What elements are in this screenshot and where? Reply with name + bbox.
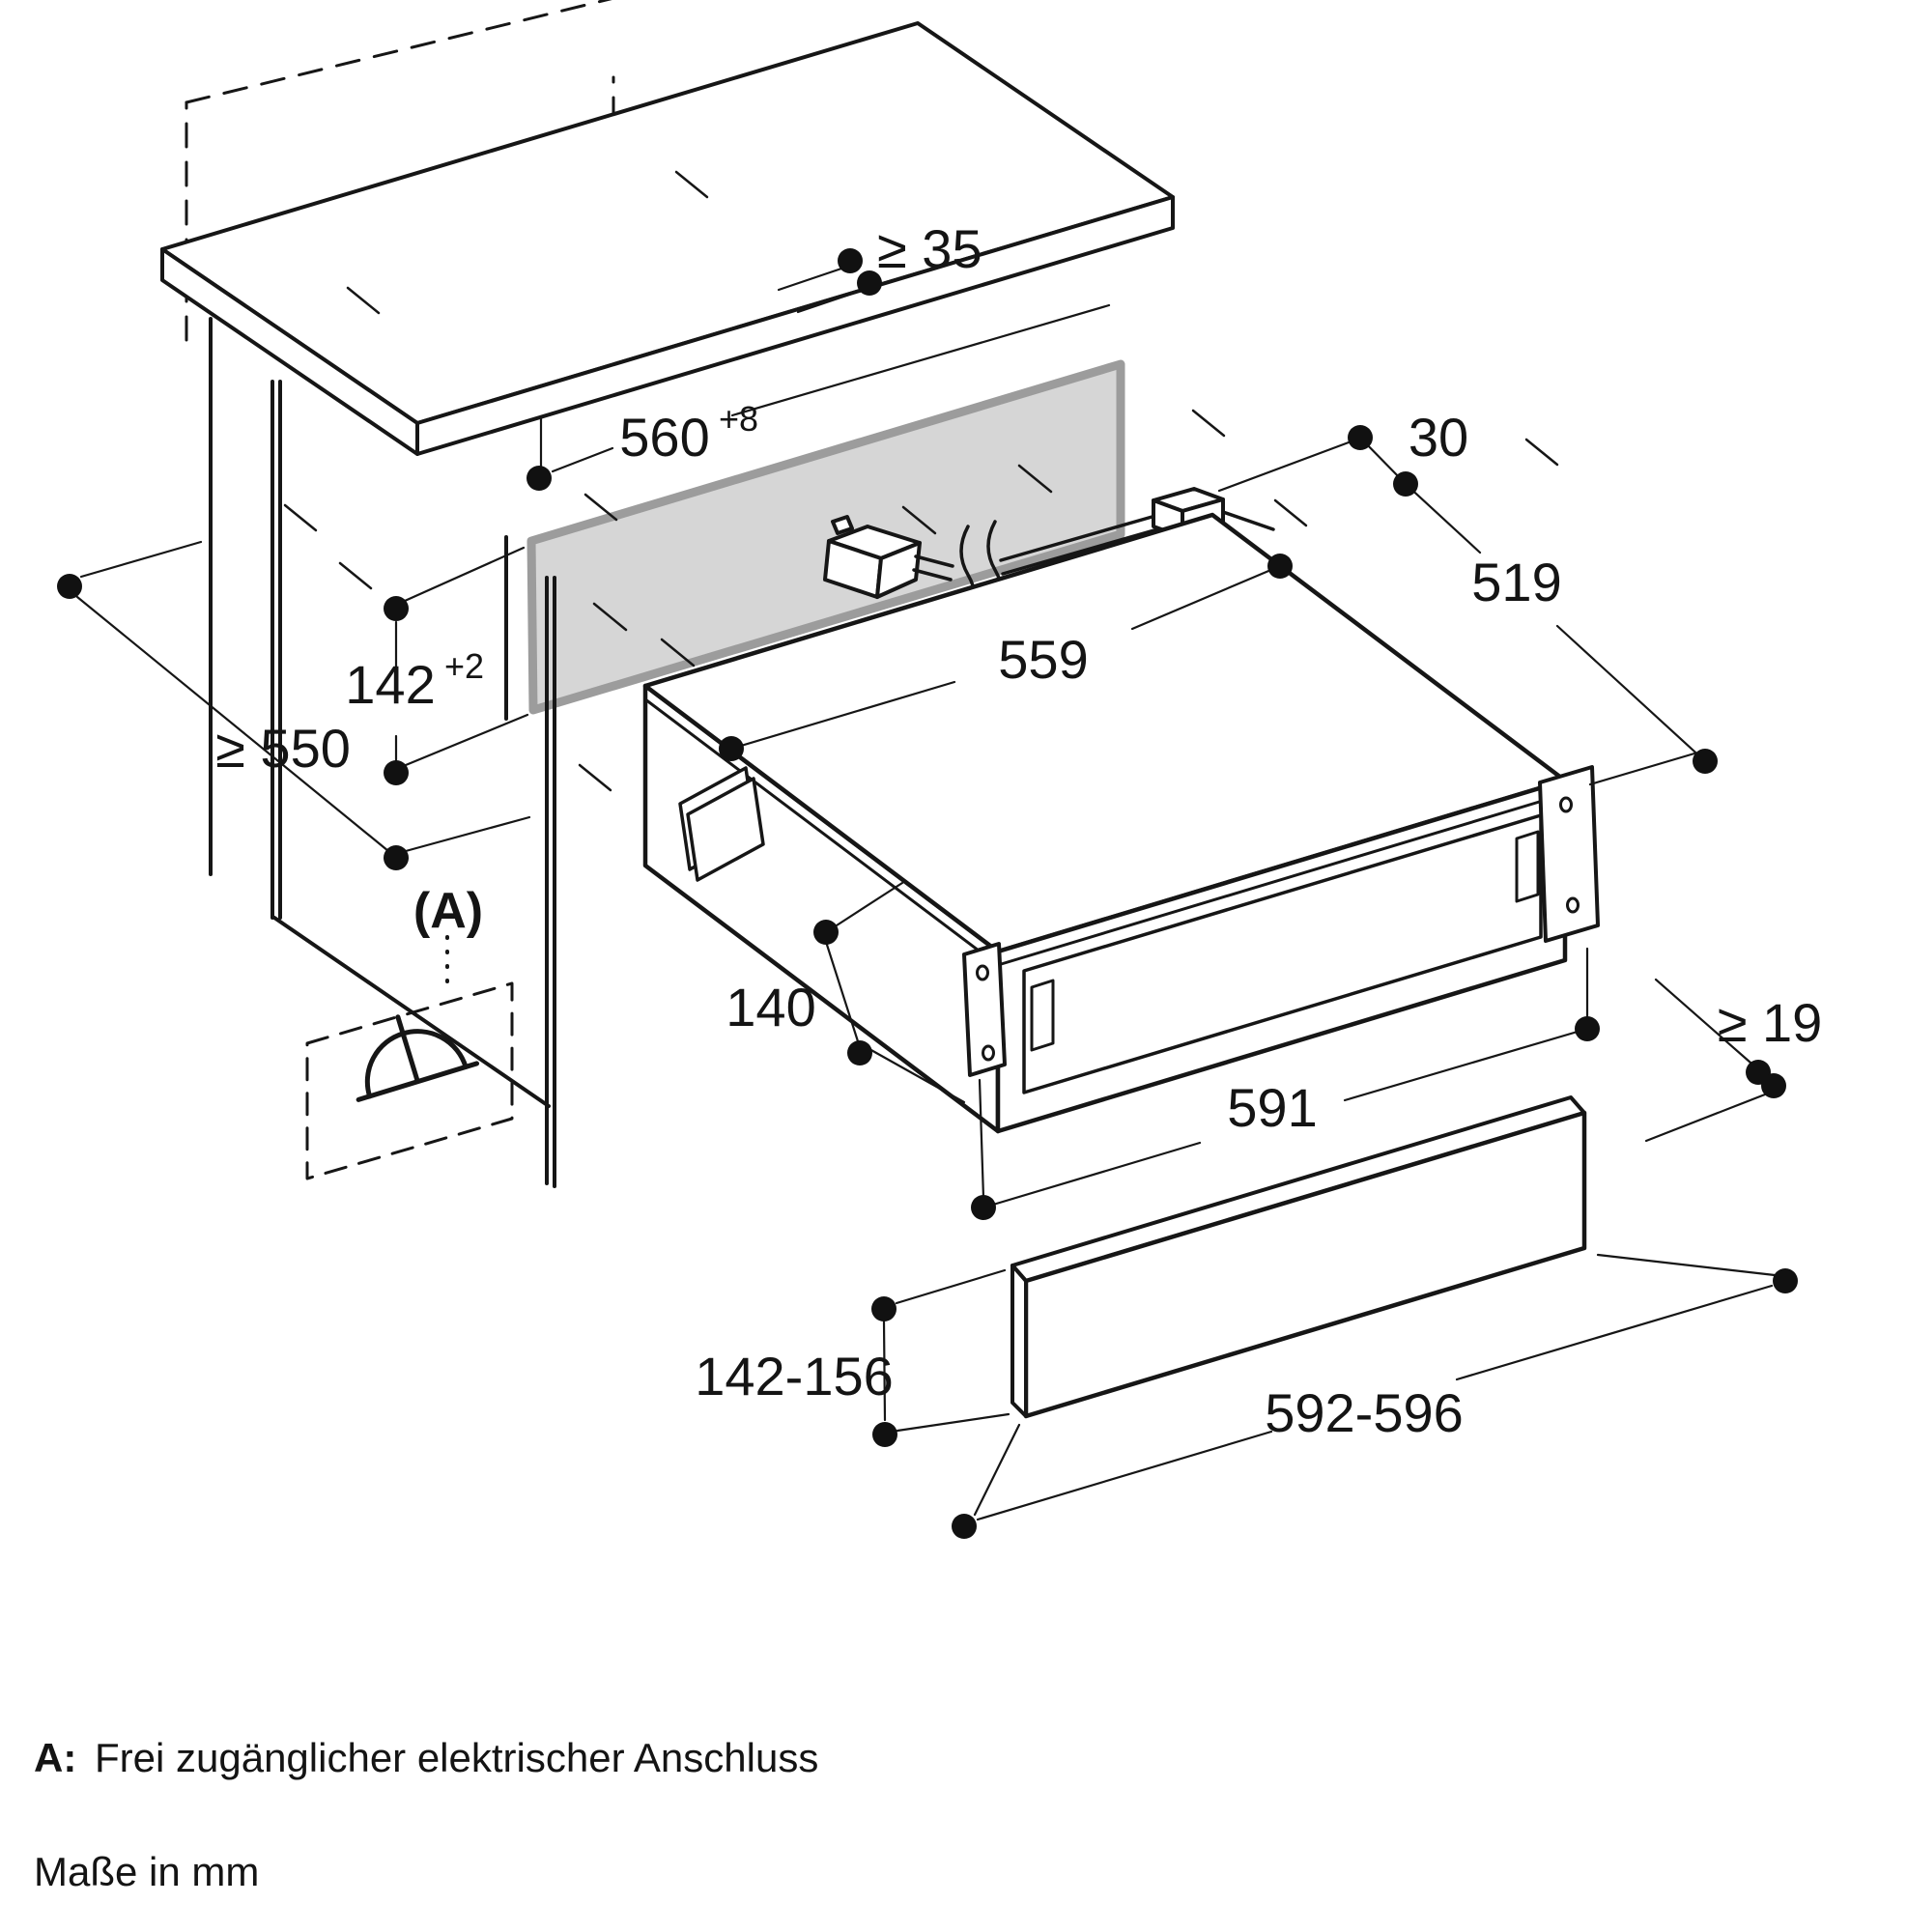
dim-niche-height: 142 [345,654,435,715]
dim-body-width: 559 [998,629,1088,690]
socket-icon [356,1014,480,1102]
rating-label [678,766,765,882]
dimension-dots [57,248,1798,1539]
dim-clearance-rear: ≥ 35 [877,218,982,279]
countertop [160,21,1175,456]
dim-panel-width-range: 592-596 [1265,1382,1464,1443]
dim-rear-gap: 30 [1409,407,1468,468]
handle-slot-left [1030,979,1055,1052]
power-plug [823,515,922,599]
appliance-body [642,512,1600,1134]
dim-niche-height-tolerance: +2 [444,646,484,686]
dim-front-width: 591 [1227,1077,1317,1138]
dim-niche-width: 560 [619,407,709,468]
marker-a: (A) [413,883,483,939]
front-panel [1010,1095,1587,1419]
mounting-bracket-left [962,942,1007,1077]
socket-symbol-box [305,935,514,1180]
dim-body-height: 140 [726,977,815,1037]
dimension-lines [75,267,1777,1521]
note-a-text: Frei zugänglicher elektrischer Anschluss [95,1735,818,1780]
note-units: Maße in mm [34,1849,259,1894]
dim-niche-width-tolerance: +8 [719,399,758,439]
handle-slot-right [1515,830,1540,903]
niche-hatching [592,464,1053,668]
dim-depth: 519 [1471,552,1561,612]
niche-back-panel [504,359,1125,721]
dim-worktop-depth: ≥ 550 [215,718,351,779]
surface-ticks [283,170,1559,792]
note-a-prefix: A: [34,1735,76,1780]
dim-panel-clearance: ≥ 19 [1718,992,1823,1053]
mounting-bracket-right [1538,765,1600,943]
dim-panel-height-range: 142-156 [695,1346,894,1406]
power-cable [912,510,1275,623]
